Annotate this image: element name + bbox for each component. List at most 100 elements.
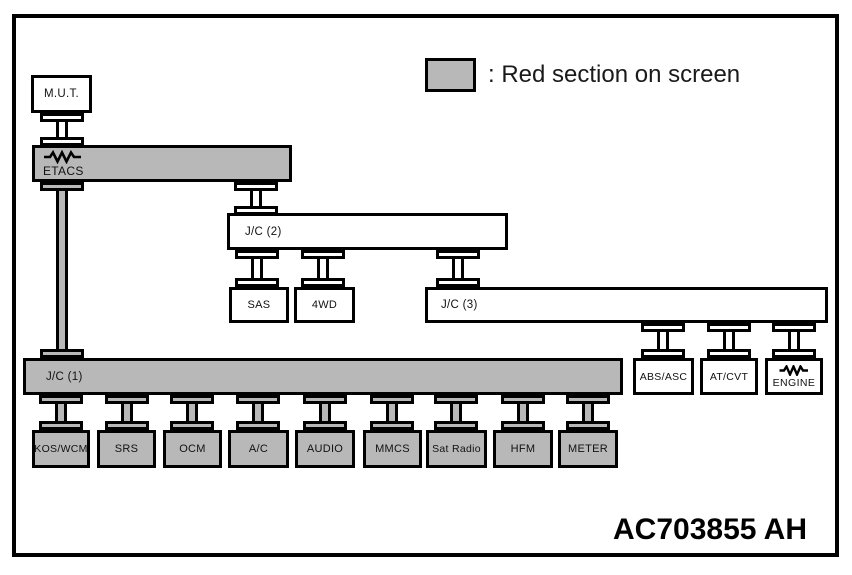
connector-jc1-srs <box>105 395 149 430</box>
bus-label: J/C (1) <box>46 370 83 383</box>
connector-tab <box>641 323 685 332</box>
connector-jc1-hfm <box>501 395 545 430</box>
connector-tab <box>301 278 345 287</box>
connector-tab <box>301 250 345 259</box>
connector-tab <box>501 395 545 404</box>
bus-bar-etacs: ETACS <box>32 145 292 182</box>
connector-jc1-sat-radio <box>434 395 478 430</box>
connector-jc1-mmcs <box>370 395 414 430</box>
module-label: HFM <box>510 443 536 455</box>
module-box-4wd: 4WD <box>294 287 355 323</box>
connector-tab <box>707 323 751 332</box>
bus-label: J/C (3) <box>441 299 478 311</box>
connector-stem <box>251 259 263 278</box>
module-label: A/C <box>248 443 269 455</box>
module-label: M.U.T. <box>43 88 80 100</box>
connector-stem <box>55 404 67 421</box>
connector-jc1-kos-wcm <box>39 395 83 430</box>
connector-tab <box>501 421 545 430</box>
connector-tab <box>40 182 84 191</box>
connector-jc1-ac <box>236 395 280 430</box>
connector-jc2-jc3 <box>436 250 480 287</box>
connector-tab <box>772 323 816 332</box>
connector-tab <box>303 421 347 430</box>
connector-stem <box>452 259 464 278</box>
resistor-icon <box>779 364 808 376</box>
connector-tab <box>235 250 279 259</box>
module-label: SRS <box>114 443 139 455</box>
module-label: METER <box>568 443 608 455</box>
connector-jc2-4wd <box>301 250 345 287</box>
module-label: ABS/ASC <box>639 370 688 383</box>
connector-tab <box>40 137 84 146</box>
module-label: OCM <box>179 443 206 455</box>
red-section-swatch <box>425 58 476 92</box>
connector-tab <box>170 395 214 404</box>
module-label: AUDIO <box>306 443 344 455</box>
connector-jc1-meter <box>566 395 610 430</box>
connector-tab <box>370 395 414 404</box>
connector-tab <box>236 395 280 404</box>
connector-tab <box>641 349 685 358</box>
module-label: MMCS <box>375 443 410 455</box>
connector-tab <box>434 421 478 430</box>
module-box-mmcs: MMCS <box>363 430 422 468</box>
connector-stem <box>657 332 669 349</box>
module-box-engine: ENGINE <box>765 358 823 395</box>
module-label: ENGINE <box>772 376 816 389</box>
connector-tab <box>170 421 214 430</box>
module-label: Sat Radio <box>432 443 481 455</box>
connector-tab <box>566 395 610 404</box>
connector-jc1-audio <box>303 395 347 430</box>
connector-tab <box>39 421 83 430</box>
connector-stem <box>317 259 329 278</box>
connector-tab <box>236 421 280 430</box>
diagram-frame <box>12 14 839 557</box>
connector-mut-etacs <box>40 113 84 146</box>
legend-label: : Red section on screen <box>488 61 741 88</box>
connector-tab <box>370 421 414 430</box>
connector-tab <box>234 182 278 191</box>
connector-etacs-jc1 <box>40 182 84 358</box>
connector-tab <box>235 278 279 287</box>
connector-tab <box>436 278 480 287</box>
bus-bar-jc2: J/C (2) <box>227 213 508 250</box>
module-box-mut: M.U.T. <box>31 75 92 113</box>
connector-stem <box>250 191 262 206</box>
connector-tab <box>40 349 84 358</box>
module-label: AT/CVT <box>709 370 749 383</box>
connector-tab <box>40 113 84 122</box>
connector-etacs-jc2 <box>234 182 278 215</box>
connector-stem <box>386 404 398 421</box>
module-box-abs-asc: ABS/ASC <box>633 358 694 395</box>
module-box-at-cvt: AT/CVT <box>700 358 758 395</box>
connector-jc3-abs-asc <box>641 323 685 358</box>
module-box-srs: SRS <box>97 430 156 468</box>
connector-jc1-ocm <box>170 395 214 430</box>
bus-label: ETACS <box>43 163 84 178</box>
connector-tab <box>566 421 610 430</box>
bus-bar-jc3: J/C (3) <box>425 287 828 323</box>
connector-stem <box>788 332 800 349</box>
connector-stem <box>121 404 133 421</box>
resistor-icon <box>44 149 81 164</box>
connector-jc3-at-cvt <box>707 323 751 358</box>
connector-stem <box>252 404 264 421</box>
module-label: SAS <box>247 299 271 311</box>
connector-tab <box>434 395 478 404</box>
figure-code: AC703855 AH <box>613 513 807 546</box>
connector-jc3-engine <box>772 323 816 358</box>
connector-tab <box>436 250 480 259</box>
bus-bar-jc1: J/C (1) <box>23 358 623 395</box>
module-box-ocm: OCM <box>163 430 222 468</box>
connector-tab <box>707 349 751 358</box>
module-box-meter: METER <box>558 430 618 468</box>
module-box-audio: AUDIO <box>295 430 355 468</box>
connector-stem <box>582 404 594 421</box>
module-label: KOS/WCM <box>34 443 88 455</box>
connector-jc2-sas <box>235 250 279 287</box>
connector-stem <box>186 404 198 421</box>
module-box-hfm: HFM <box>493 430 553 468</box>
connector-tab <box>105 395 149 404</box>
module-label: 4WD <box>311 299 338 311</box>
